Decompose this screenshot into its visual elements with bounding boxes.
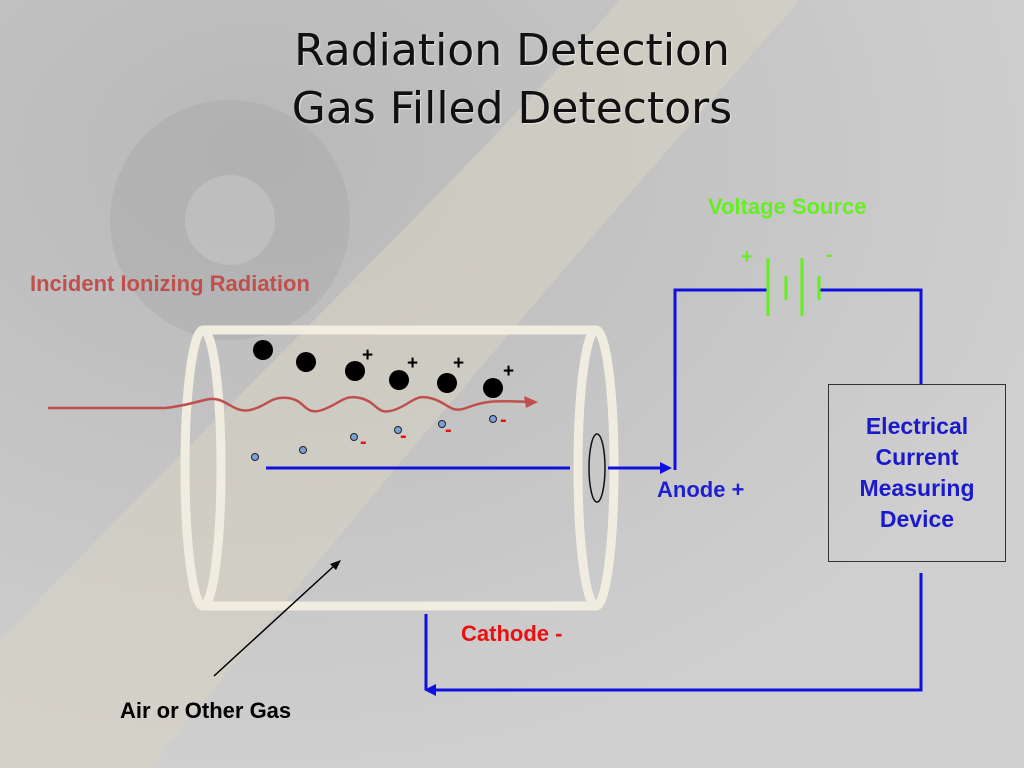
positive-ion: [483, 378, 503, 398]
negative-charge-signs: - - - -: [360, 409, 507, 453]
anode-label: Anode +: [657, 477, 745, 502]
device-label: Electrical Current Measuring Device: [859, 413, 975, 532]
circuit-wires: [424, 288, 923, 696]
cathode-label: Cathode -: [461, 621, 563, 646]
incident-radiation-path: [48, 395, 538, 413]
positive-charge-signs: + + + +: [362, 345, 514, 382]
positive-ions: [253, 340, 503, 398]
battery-minus-label: -: [826, 244, 833, 266]
positive-ion: [345, 361, 365, 381]
gas-label: Air or Other Gas: [120, 698, 292, 723]
anode-feedthrough: [588, 433, 606, 503]
voltage-source-label: Voltage Source: [708, 194, 867, 219]
minus-sign: -: [445, 419, 452, 441]
electrons: [251, 415, 497, 461]
positive-ion: [437, 373, 457, 393]
incident-radiation-label: Incident Ionizing Radiation: [30, 271, 310, 296]
electron: [438, 420, 446, 428]
minus-sign: -: [500, 409, 507, 431]
plus-sign: +: [453, 353, 464, 374]
battery-symbol: [766, 258, 821, 316]
positive-ion: [389, 370, 409, 390]
gas-chamber-cylinder: [180, 325, 619, 611]
positive-ion: [253, 340, 273, 360]
electron: [251, 453, 259, 461]
current-measuring-device: Electrical Current Measuring Device: [828, 384, 1006, 562]
electron: [394, 426, 402, 434]
positive-ion: [296, 352, 316, 372]
electron: [489, 415, 497, 423]
gas-pointer-arrow: [213, 560, 341, 677]
chamber-left-end: [180, 325, 226, 611]
plus-sign: +: [503, 361, 514, 382]
minus-sign: -: [360, 431, 367, 453]
plus-sign: +: [407, 353, 418, 374]
electron: [350, 433, 358, 441]
page-title: Radiation Detection Gas Filled Detectors: [0, 22, 1024, 138]
electron: [299, 446, 307, 454]
title-line-1: Radiation Detection: [294, 25, 730, 76]
minus-sign: -: [400, 425, 407, 447]
anode-wire: [266, 433, 672, 503]
plus-sign: +: [362, 345, 373, 366]
battery-plus-label: +: [741, 246, 753, 268]
title-line-2: Gas Filled Detectors: [291, 83, 733, 134]
